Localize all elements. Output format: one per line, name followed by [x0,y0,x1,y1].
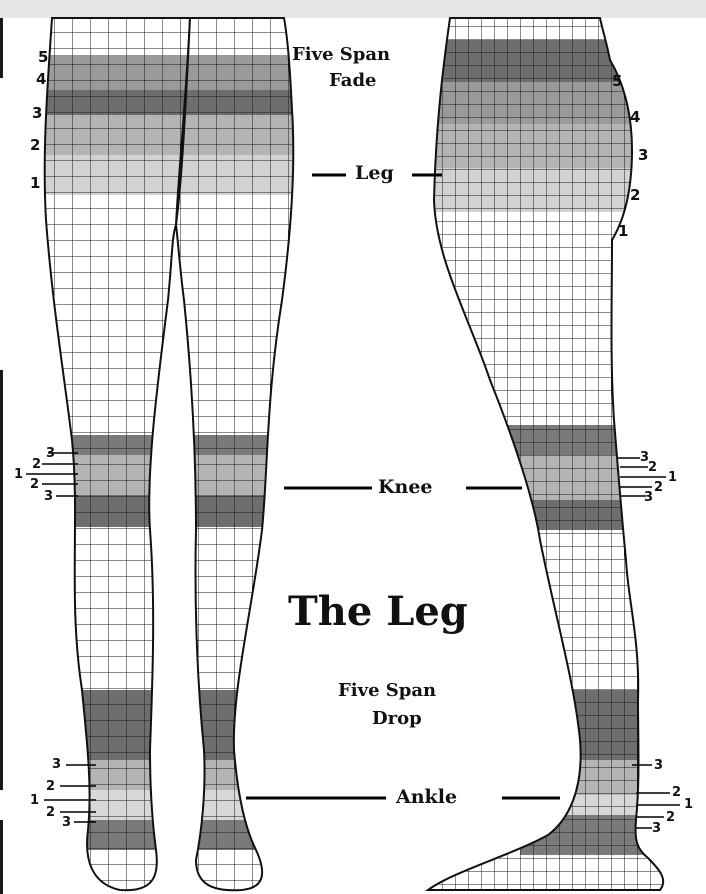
fade-title: Five Span [292,44,390,65]
span-number: 3 [638,148,648,163]
span-number: 2 [630,188,640,203]
span-number: 2 [654,481,663,494]
side-leg [420,0,680,894]
span-number: 4 [630,110,640,125]
span-number: 3 [46,447,55,460]
span-number: 1 [668,471,677,484]
span-number: 3 [644,491,653,504]
span-number: 1 [684,798,693,811]
drop-title: Five Span [338,680,436,701]
span-number: 5 [612,74,622,89]
span-number: 3 [654,759,663,772]
span-number: 2 [666,811,675,824]
span-number: 1 [14,468,23,481]
span-number: 2 [30,138,40,153]
span-number: 3 [62,816,71,829]
drop-subtitle: Drop [372,708,422,729]
span-number: 3 [44,490,53,503]
span-number: 3 [32,106,42,121]
knee-label: Knee [378,476,433,498]
span-number: 1 [30,794,39,807]
ankle-label: Ankle [396,786,457,808]
span-number: 2 [46,780,55,793]
fade-subtitle: Fade [329,70,377,91]
span-number: 3 [52,758,61,771]
span-number: 5 [38,50,48,65]
span-number: 2 [46,806,55,819]
leg-label: Leg [355,162,394,184]
span-number: 3 [652,822,661,835]
span-number: 1 [30,176,40,191]
front-leg-right [170,0,320,894]
span-number: 2 [30,478,39,491]
span-number: 2 [32,458,41,471]
span-number: 1 [618,224,628,239]
span-number: 2 [648,461,657,474]
span-number: 4 [36,72,46,87]
main-title: The Leg [288,588,468,635]
span-number: 2 [672,786,681,799]
